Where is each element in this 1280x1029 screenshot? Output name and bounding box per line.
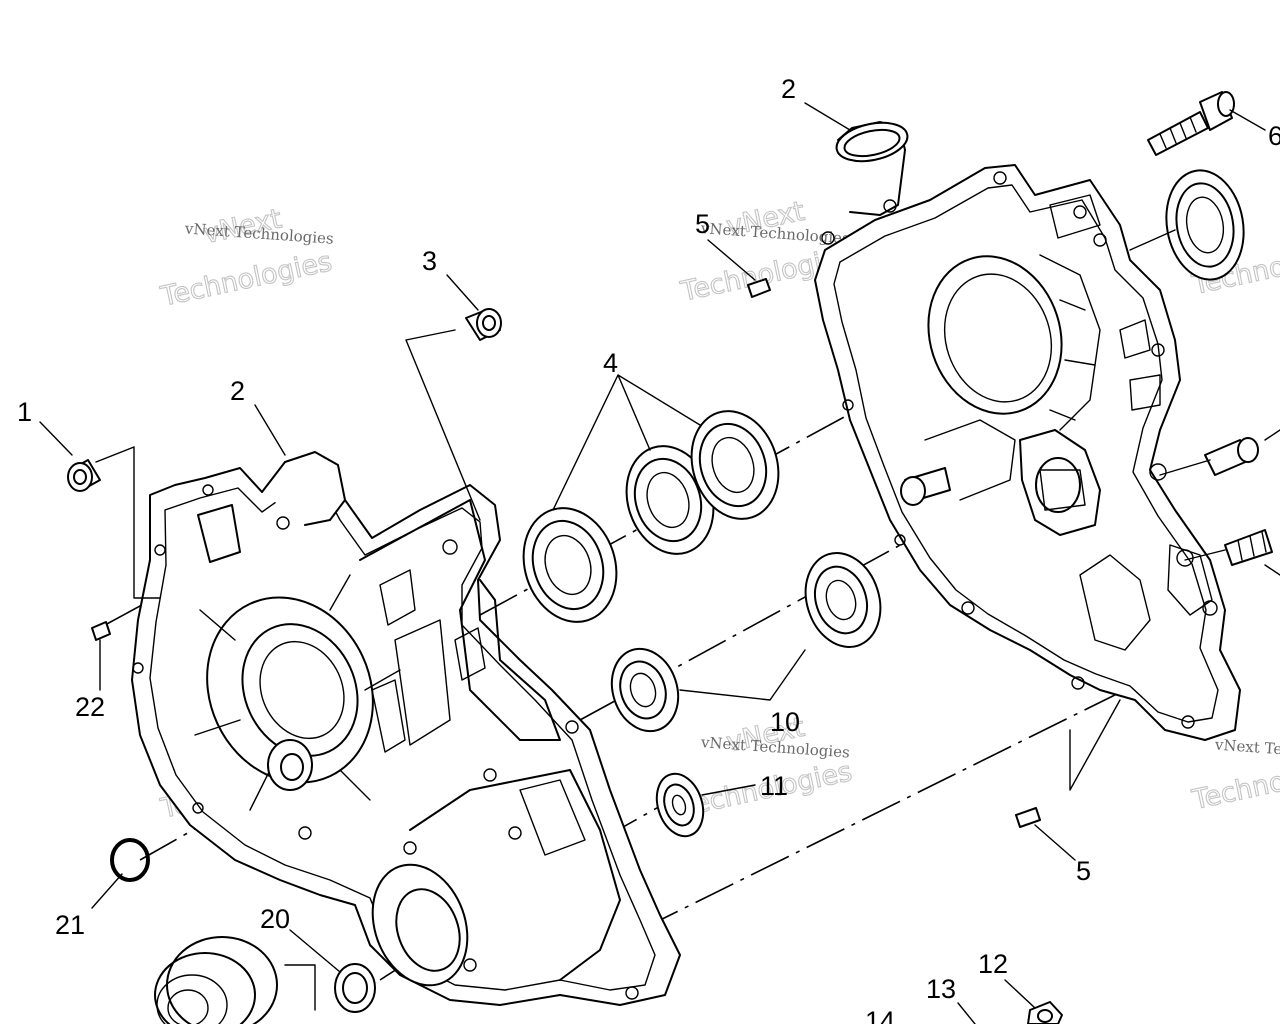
callout-numbers: 1 2 2 3 4 5 5 6 10 11 12 13 14 20 21 22 xyxy=(17,74,1280,1029)
dowel-pin-22 xyxy=(91,621,111,641)
callout-2-left: 2 xyxy=(230,376,245,406)
bearing-4c xyxy=(690,410,780,520)
bearing-4a xyxy=(522,507,618,623)
watermark-bottom-middle: vNext Technologies vNext Technologies xyxy=(677,711,855,823)
bushing-1 xyxy=(67,459,101,492)
callout-22: 22 xyxy=(75,692,105,722)
dowel-pin-5-bottom xyxy=(1015,807,1041,828)
plug-right-middle xyxy=(1204,437,1259,476)
callout-11: 11 xyxy=(760,771,788,801)
bearing-10b xyxy=(610,647,680,733)
callout-5-bottom: 5 xyxy=(1076,856,1091,886)
callout-12: 12 xyxy=(978,949,1008,979)
svg-text:vNext Technologies: vNext Technologies xyxy=(699,219,850,247)
callout-4: 4 xyxy=(603,348,618,378)
callout-21: 21 xyxy=(55,910,85,940)
callout-13: 13 xyxy=(926,974,956,1004)
svg-text:vNext Technologies: vNext Technologies xyxy=(1213,735,1280,763)
left-crankcase-half xyxy=(131,451,681,1006)
nut-12 xyxy=(1027,1001,1063,1025)
fitting-right-lower xyxy=(1224,529,1273,566)
callout-3: 3 xyxy=(422,246,437,276)
leader-lines xyxy=(39,102,1280,1025)
svg-text:Technologies: Technologies xyxy=(1189,750,1280,817)
watermark-top-left: vNext Technologies vNext Technologies xyxy=(157,203,335,314)
seal-top-right xyxy=(1165,169,1245,281)
callout-10: 10 xyxy=(770,707,800,737)
bolt-6 xyxy=(1147,91,1235,156)
bushing-3 xyxy=(465,308,502,341)
seal-20 xyxy=(334,963,376,1013)
callout-14: 14 xyxy=(865,1006,895,1024)
callout-20: 20 xyxy=(260,904,290,934)
bearing-4b xyxy=(625,445,715,555)
callout-5-top: 5 xyxy=(695,209,710,239)
dowel-pin-5-top xyxy=(747,278,771,298)
watermark-bottom-right: vNext Technologies Technologies xyxy=(1188,735,1280,817)
o-ring-21 xyxy=(110,838,150,882)
bearing-10a xyxy=(804,552,882,648)
bearing-11 xyxy=(655,772,705,838)
svg-text:Technologies: Technologies xyxy=(158,246,335,313)
callout-2-right: 2 xyxy=(781,74,796,104)
callout-6: 6 xyxy=(1268,121,1280,151)
right-crankcase-half xyxy=(814,121,1241,741)
pulley-bottom-left xyxy=(154,936,278,1029)
callout-1: 1 xyxy=(17,397,32,427)
svg-text:vNext Technologies: vNext Technologies xyxy=(699,733,850,761)
